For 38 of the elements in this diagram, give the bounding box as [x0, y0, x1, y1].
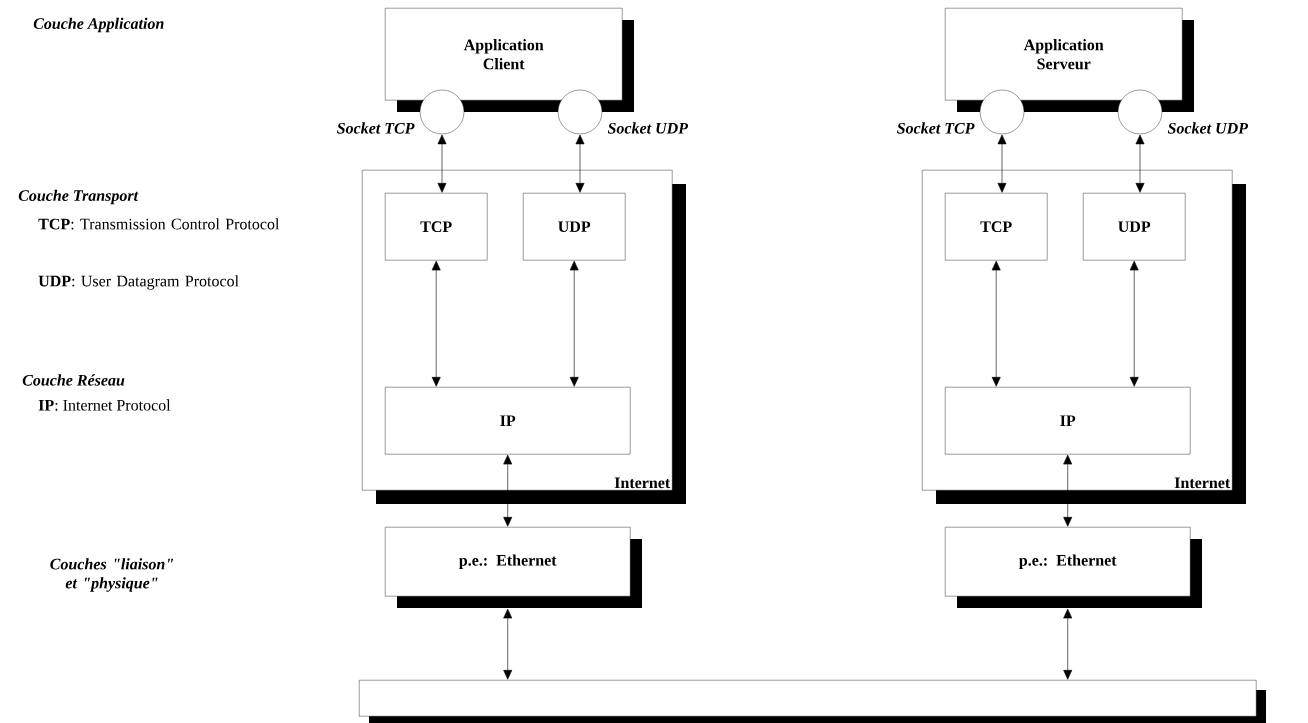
arrow: [575, 134, 585, 193]
arrow: [1129, 260, 1139, 387]
socket-label: Socket UDP: [1167, 122, 1249, 134]
protocol-definition: IP: Internet Protocol: [38, 399, 171, 411]
layer-label: Couche Réseau: [22, 374, 125, 386]
protocol-box: UDP: [523, 193, 626, 261]
arrow: [991, 260, 1001, 387]
socket-circle: [419, 89, 465, 135]
link-layer-box: p.e.: Ethernet: [385, 527, 642, 608]
protocol-box: IP: [945, 387, 1191, 455]
socket-circle: [979, 89, 1025, 135]
arrow: [569, 260, 579, 387]
link-layer-box: p.e.: Ethernet: [945, 527, 1202, 608]
arrow: [1135, 134, 1145, 193]
network-bar: [359, 680, 1266, 723]
arrow: [431, 260, 441, 387]
socket-label: Socket TCP: [337, 122, 415, 134]
arrow: [997, 134, 1007, 193]
protocol-box: TCP: [945, 193, 1048, 261]
layer-label: Couches "liaison" et "physique": [50, 558, 174, 592]
application-box: Application Serveur: [945, 8, 1194, 112]
application-box: Application Client: [385, 8, 634, 112]
socket-circle: [1117, 89, 1163, 135]
layer-label: Couche Application: [33, 17, 164, 33]
protocol-box: UDP: [1083, 193, 1186, 261]
socket-label: Socket TCP: [897, 122, 975, 134]
layer-label: Couche Transport: [18, 189, 139, 205]
arrow: [503, 454, 513, 527]
arrow: [503, 608, 513, 680]
protocol-box: IP: [385, 387, 631, 455]
socket-label: Socket UDP: [607, 122, 689, 134]
arrow: [1063, 608, 1073, 680]
protocol-definition: UDP: User Datagram Protocol: [38, 275, 239, 290]
protocol-box: TCP: [385, 193, 488, 261]
arrow: [1063, 454, 1073, 527]
socket-circle: [557, 89, 603, 135]
arrow: [437, 134, 447, 193]
protocol-definition: TCP: Transmission Control Protocol: [38, 218, 280, 230]
